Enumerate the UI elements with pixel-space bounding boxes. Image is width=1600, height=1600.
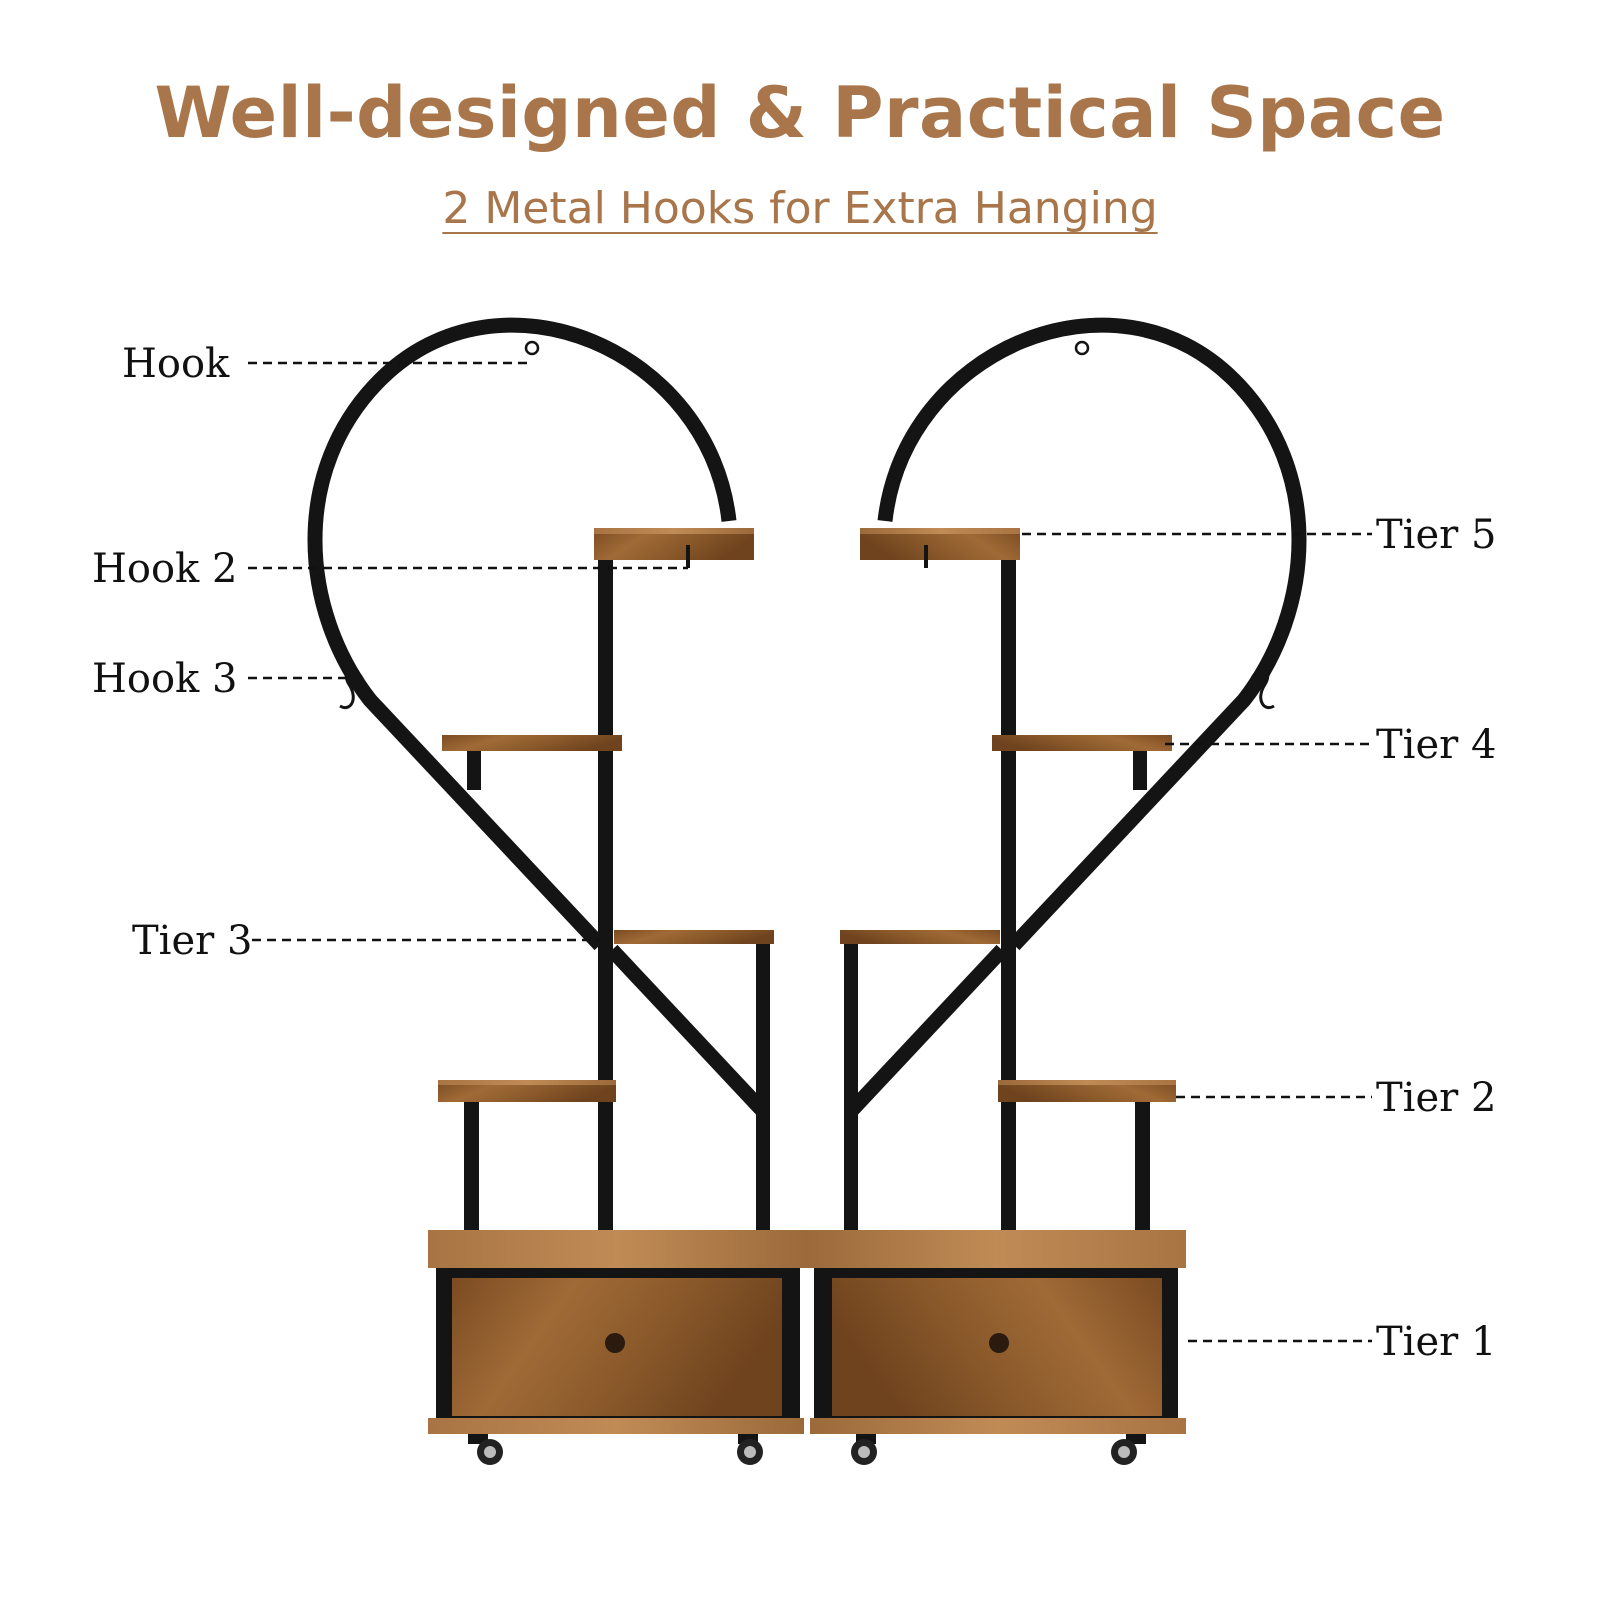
left-tier3-shelf (614, 930, 774, 944)
leader-lines (248, 361, 1372, 1343)
right-tier3-shelf (840, 930, 1000, 944)
left-tier4-post (467, 750, 481, 790)
label-tier2: Tier 2 (1376, 1075, 1496, 1121)
left-caster-2 (737, 1434, 763, 1465)
left-tier2-post (464, 1100, 479, 1245)
left-s-hook (339, 668, 364, 709)
right-drawer-knob (989, 1333, 1009, 1353)
label-hook2: Hook 2 (92, 546, 237, 592)
label-hook3: Hook 3 (92, 656, 237, 702)
right-heart-frame (877, 317, 1307, 951)
left-cabinet-base (428, 1418, 804, 1434)
left-cabinet-top (428, 1230, 808, 1268)
right-cabinet-top (806, 1230, 1186, 1268)
label-tier1: Tier 1 (1376, 1319, 1496, 1365)
left-drawer-knob (605, 1333, 625, 1353)
label-hook: Hook (122, 341, 230, 387)
label-tier3: Tier 3 (132, 918, 252, 964)
subtitle-text: 2 Metal Hooks for Extra Hanging (442, 183, 1158, 234)
label-tier4: Tier 4 (1376, 722, 1496, 768)
page-title: Well-designed & Practical Space (154, 72, 1446, 154)
left-caster-1 (468, 1434, 503, 1465)
right-tier2-post (1135, 1100, 1150, 1245)
right-stand (806, 317, 1307, 1465)
right-s-hook (1250, 668, 1275, 709)
right-caster-2 (851, 1434, 877, 1465)
right-tier2-shelf (998, 1080, 1176, 1102)
left-tier2-shelf (438, 1080, 616, 1102)
label-tier5: Tier 5 (1376, 512, 1496, 558)
left-heart-frame (307, 317, 737, 951)
left-top-hook (524, 340, 540, 356)
right-caster-1 (1111, 1434, 1146, 1465)
left-brace (606, 944, 768, 1116)
left-main-post (598, 530, 613, 1252)
left-tier4-shelf (442, 735, 622, 751)
right-brace (846, 944, 1008, 1116)
right-tier4-post (1133, 750, 1147, 790)
right-main-post (1001, 530, 1016, 1252)
left-stand (307, 317, 808, 1465)
right-tier3-post (844, 942, 858, 1242)
right-tier4-shelf (992, 735, 1172, 751)
page-subtitle: 2 Metal Hooks for Extra Hanging (0, 183, 1600, 234)
left-tier3-post (756, 942, 770, 1242)
right-top-hook (1074, 340, 1090, 356)
right-cabinet-base (810, 1418, 1186, 1434)
